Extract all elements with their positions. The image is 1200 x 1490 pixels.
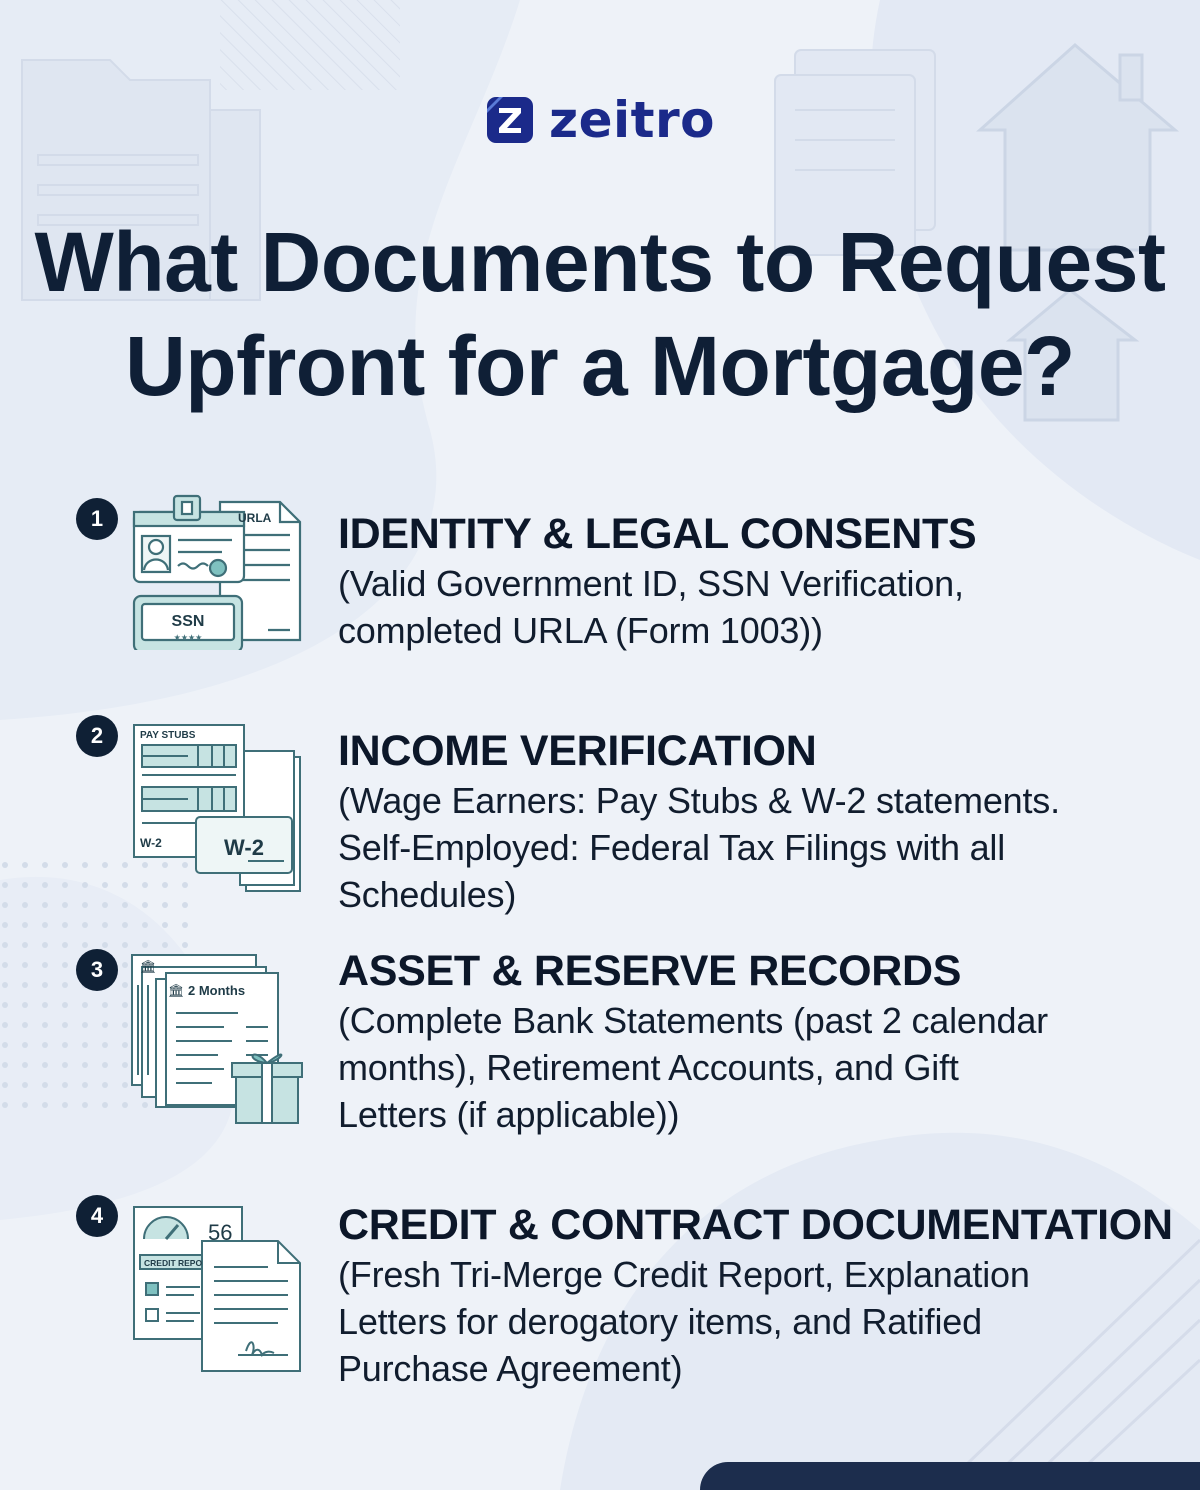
section-income: 2 PAY STUBS W-2 W-2 INCOME VERIFICATION …	[0, 715, 1200, 925]
section-credit: 4 56 CREDIT REPO CREDIT & CONTRACT DOCUM…	[0, 1195, 1200, 1395]
corner-decoration	[700, 1462, 1200, 1490]
step-number-badge: 1	[76, 498, 118, 540]
credit-report-icon: 56 CREDIT REPO	[133, 1206, 301, 1372]
section-heading: INCOME VERIFICATION	[338, 727, 817, 775]
section-desc-line: Purchase Agreement)	[338, 1348, 683, 1389]
months-label: 2 Months	[188, 983, 245, 998]
section-heading: CREDIT & CONTRACT DOCUMENTATION	[338, 1201, 1173, 1249]
section-income-text: INCOME VERIFICATION (Wage Earners: Pay S…	[338, 725, 1178, 918]
section-identity: 1 URLA SSN ★★★★ IDENTITY & LEGAL CONSENT…	[0, 490, 1200, 670]
w2-small-label: W-2	[140, 836, 162, 850]
credit-report-label: CREDIT REPO	[144, 1258, 202, 1268]
zeitro-logo-icon	[486, 97, 533, 143]
ssn-label: SSN	[172, 613, 205, 630]
bank-statement-icon: 🏛 🏛 2 Months	[131, 954, 303, 1124]
ssn-stars: ★★★★	[174, 633, 203, 642]
section-desc-line: Self-Employed: Federal Tax Filings with …	[338, 827, 1006, 868]
credit-score: 56	[208, 1220, 232, 1245]
section-desc-line: (Wage Earners: Pay Stubs & W-2 statement…	[338, 780, 1060, 821]
section-heading: ASSET & RESERVE RECORDS	[338, 947, 962, 995]
section-assets: 3 🏛 🏛 2 Months ASSET & RESERVE RECORDS (…	[0, 945, 1200, 1145]
section-desc-line: (Complete Bank Statements (past 2 calend…	[338, 1000, 1048, 1041]
pay-stub-icon: PAY STUBS W-2 W-2	[133, 724, 301, 892]
section-identity-text: IDENTITY & LEGAL CONSENTS (Valid Governm…	[338, 508, 1178, 654]
page-title-line-1: What Documents to Request	[34, 215, 1166, 309]
pay-stubs-label: PAY STUBS	[140, 730, 196, 741]
section-assets-text: ASSET & RESERVE RECORDS (Complete Bank S…	[338, 945, 1178, 1138]
section-heading: IDENTITY & LEGAL CONSENTS	[338, 510, 977, 558]
w2-large-label: W-2	[224, 835, 264, 860]
page-title-line-2: Upfront for a Mortgage?	[125, 319, 1075, 413]
section-desc-line: Letters (if applicable))	[338, 1094, 680, 1135]
brand-name: zeitro	[548, 91, 716, 149]
brand-logo: zeitro	[0, 95, 1200, 145]
section-desc-line: months), Retirement Accounts, and Gift	[338, 1047, 959, 1088]
step-number-badge: 2	[76, 715, 118, 757]
section-desc-line: (Fresh Tri-Merge Credit Report, Explanat…	[338, 1254, 1030, 1295]
step-number-badge: 4	[76, 1195, 118, 1237]
id-card-icon: URLA SSN ★★★★	[132, 494, 302, 650]
section-credit-text: CREDIT & CONTRACT DOCUMENTATION (Fresh T…	[338, 1199, 1178, 1392]
urla-label: URLA	[238, 511, 272, 525]
section-desc-line: completed URLA (Form 1003))	[338, 610, 823, 651]
bank-icon: 🏛	[168, 983, 185, 999]
step-number-badge: 3	[76, 949, 118, 991]
section-desc-line: Schedules)	[338, 874, 517, 915]
section-desc-line: Letters for derogatory items, and Ratifi…	[338, 1301, 982, 1342]
section-desc-line: (Valid Government ID, SSN Verification,	[338, 563, 964, 604]
bank-icon: 🏛	[140, 959, 157, 975]
page-title: What Documents to Request Upfront for a …	[0, 210, 1200, 418]
